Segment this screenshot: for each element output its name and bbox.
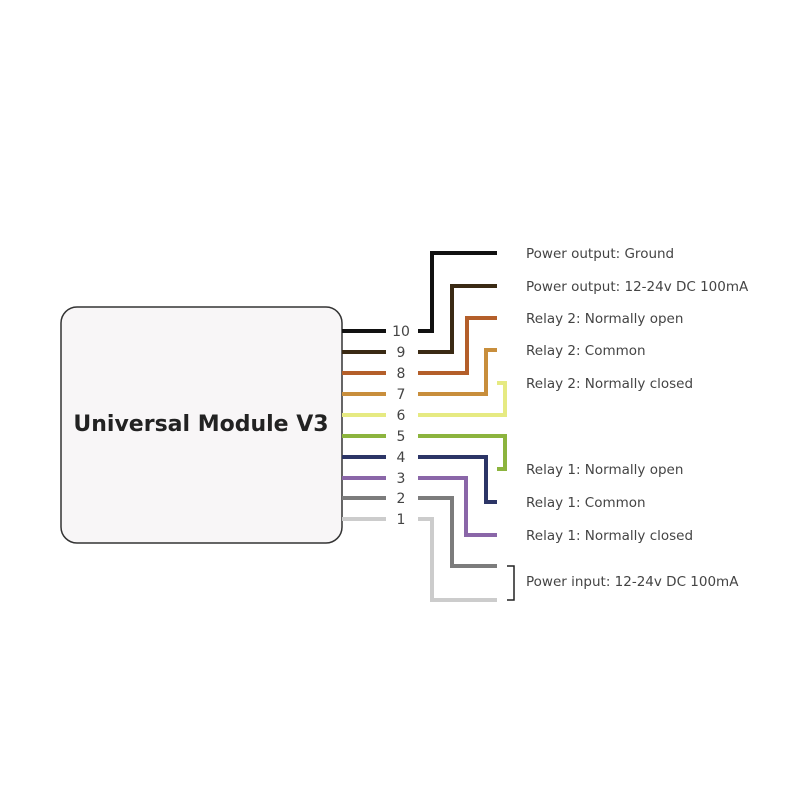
pin-number-3: 3	[397, 471, 406, 487]
wire-label-6: Relay 2: Normally closed	[526, 376, 693, 392]
wire-label-10: Power output: Ground	[526, 246, 674, 262]
pin-number-8: 8	[397, 366, 406, 382]
pin-number-7: 7	[397, 387, 406, 403]
wire-label-4: Relay 1: Common	[526, 495, 646, 511]
module-box	[60, 306, 343, 544]
pin-number-9: 9	[397, 345, 406, 361]
wire-pin-4-route	[418, 455, 497, 504]
wire-pin-8-route	[418, 316, 497, 375]
wire-pin-7-route	[418, 348, 497, 396]
wire-label-9: Power output: 12-24v DC 100mA	[526, 279, 749, 295]
wire-pin-2-route	[418, 496, 497, 568]
power-input-bracket-group: Power input: 12-24v DC 100mA	[507, 565, 739, 601]
power-input-bracket	[507, 565, 515, 601]
wire-pin-10-route	[418, 251, 497, 333]
wire-label-5: Relay 1: Normally open	[526, 462, 683, 478]
pin-number-6: 6	[397, 408, 406, 424]
wire-pin-9-route	[418, 284, 497, 354]
wire-pin-6-route	[418, 381, 507, 417]
wire-pin-3-route	[418, 476, 497, 537]
pin-number-2: 2	[397, 491, 406, 507]
wire-label-3: Relay 1: Normally closed	[526, 528, 693, 544]
wire-pin-1-route	[418, 517, 497, 602]
pin-number-1: 1	[397, 512, 406, 528]
wire-pin-5-route	[418, 434, 507, 471]
wire-label-7: Relay 2: Common	[526, 343, 646, 359]
wire-label-8: Relay 2: Normally open	[526, 311, 683, 327]
power-input-label: Power input: 12-24v DC 100mA	[526, 574, 739, 590]
wires-layer: 10 Power output: Ground 9 Power output: 12-…	[342, 246, 749, 602]
module-title: Universal Module V3	[73, 412, 328, 437]
pin-number-5: 5	[397, 429, 406, 445]
pin-number-4: 4	[397, 450, 406, 466]
pin-number-10: 10	[392, 324, 410, 340]
